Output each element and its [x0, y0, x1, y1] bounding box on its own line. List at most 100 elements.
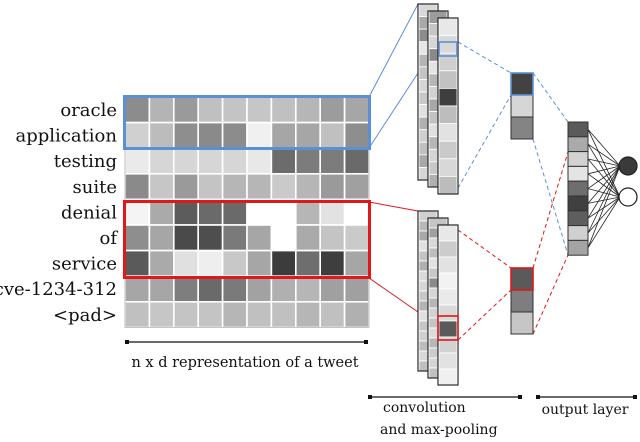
matrix-cell [148, 224, 175, 252]
matrix-cell [124, 173, 151, 201]
matrix-cell [173, 249, 200, 278]
matrix-cell [124, 121, 151, 149]
feature-map-cell [438, 352, 458, 370]
pooled-cell [510, 94, 534, 118]
matrix-cell [197, 173, 224, 201]
matrix-cell [270, 96, 297, 124]
matrix-cell [246, 300, 273, 329]
output-edge [587, 196, 621, 249]
matrix-cell [221, 147, 248, 175]
filter-boxes [123, 95, 371, 279]
feature-map-border [437, 224, 459, 386]
blue-pool-line [457, 41, 512, 74]
output-cell [567, 136, 589, 153]
matrix-cell [148, 147, 175, 175]
word-label: <pad> [53, 305, 117, 326]
matrix-cell [197, 121, 224, 149]
matrix-cell [148, 173, 175, 201]
red-pool-line [457, 289, 512, 341]
matrix-cell [221, 121, 248, 149]
matrix-cell [221, 300, 248, 329]
blue-pool-line [457, 94, 512, 189]
embedding-matrix [124, 96, 370, 329]
matrix-cell [270, 147, 297, 175]
matrix-cell [197, 224, 224, 252]
matrix-cell [197, 249, 224, 278]
feature-map-cell [438, 288, 458, 306]
output-edge [587, 143, 621, 167]
matrix-cell [246, 249, 273, 278]
bracket-lines [125, 340, 637, 399]
matrix-cell [173, 224, 200, 252]
matrix-cell [246, 173, 273, 201]
feature-map-cell [438, 70, 458, 89]
feature-map-cell [438, 140, 458, 160]
output-edge [587, 173, 621, 198]
matrix-cell [148, 198, 175, 226]
matrix-cell [197, 198, 224, 226]
matrix-cell [173, 96, 200, 124]
feature-map-cell [438, 256, 458, 274]
matrix-cell [294, 300, 321, 329]
output-cell [567, 195, 589, 212]
matrix-cell [343, 147, 370, 175]
feature-map-cell [438, 368, 458, 386]
matrix-cell [343, 224, 370, 252]
word-label: application [15, 126, 117, 147]
pooled-cell [510, 267, 534, 291]
feature-map-cell [438, 320, 458, 338]
bracket-end [633, 395, 637, 399]
pooled-cell [510, 116, 534, 140]
matrix-cell [343, 249, 370, 278]
feature-map-cell [438, 175, 458, 195]
matrix-cell [148, 121, 175, 149]
matrix-cell [294, 249, 321, 278]
matrix-cell [294, 224, 321, 252]
word-label: denial [61, 202, 117, 223]
matrix-cell [319, 173, 346, 201]
matrix-cell [343, 198, 370, 226]
red-projection-line [368, 277, 419, 313]
output-edge [587, 165, 621, 219]
matrix-cell [197, 275, 224, 303]
blue-output-line [532, 72, 569, 123]
output-edge [587, 129, 621, 167]
matrix-cell [246, 96, 273, 124]
output-edge [587, 143, 621, 198]
blue-projection-line [368, 72, 419, 149]
feature-map-border [437, 17, 459, 195]
matrix-cell [221, 249, 248, 278]
matrix-cell [319, 300, 346, 329]
output-cell [567, 225, 589, 241]
matrix-cell [246, 224, 273, 252]
output-cell [567, 165, 589, 182]
matrix-cell [221, 275, 248, 303]
matrix-cell [246, 121, 273, 149]
matrix-cell [294, 147, 321, 175]
top-map-highlight [438, 41, 458, 57]
matrix-cell [173, 198, 200, 226]
output-edge [587, 165, 621, 248]
output-layer [567, 121, 638, 256]
feature-map-cell [438, 123, 458, 142]
conv-caption-line2: and max-pooling [380, 422, 498, 438]
matrix-cell [319, 224, 346, 252]
output-edge [587, 196, 621, 234]
output-cell [567, 239, 589, 256]
matrix-cell [270, 173, 297, 201]
matrix-cell [124, 300, 151, 329]
matrix-cell [197, 96, 224, 124]
matrix-cell [294, 173, 321, 201]
matrix-cell [173, 173, 200, 201]
matrix-cell [294, 198, 321, 226]
blue-output-line [532, 138, 569, 256]
matrix-cell [148, 300, 175, 329]
connection-lines [368, 3, 569, 341]
matrix-cell [343, 173, 370, 201]
word-label: of [100, 228, 119, 249]
feature-map-cell [438, 224, 458, 242]
pooled-cell [510, 311, 534, 335]
matrix-cell [124, 147, 151, 175]
matrix-cell [173, 300, 200, 329]
matrix-cell [319, 147, 346, 175]
